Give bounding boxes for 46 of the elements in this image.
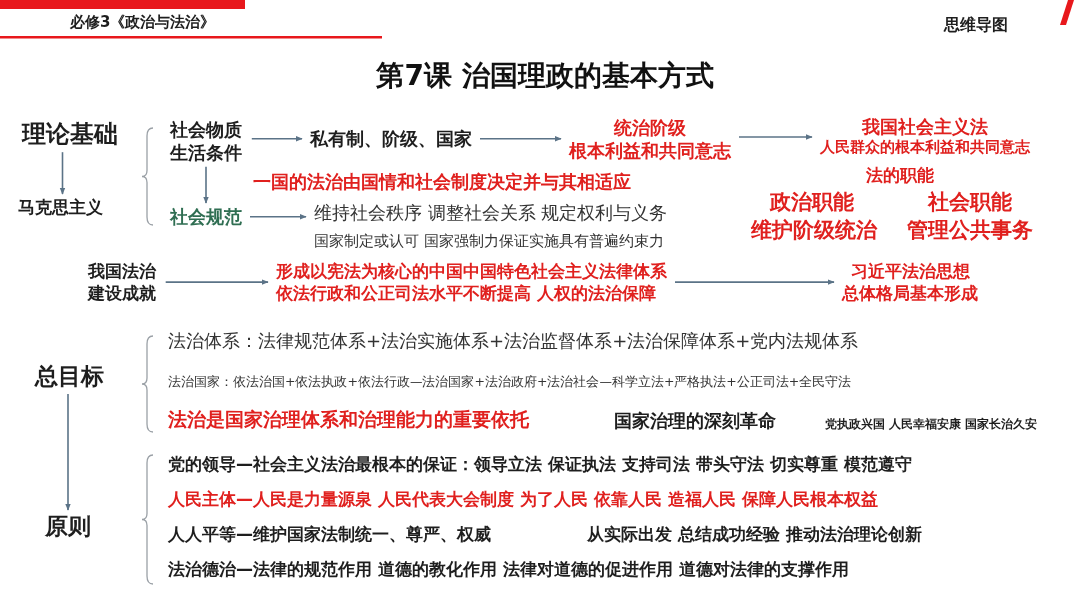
arrow [203,166,209,204]
node-text: 我国法治建设成就 [80,258,166,307]
principle-text: 人人平等—维护国家法制统一、尊严、权威 [168,524,491,546]
note-text: 党执政兴国 人民幸福安康 国家长治久安 [825,417,1037,432]
header-text: 必修3《政治与法治》 [70,13,216,32]
arrow [738,134,813,140]
note-text: 政治职能 [770,189,854,216]
arrow [251,135,303,142]
node-text: 根本利益和共同意志 [569,139,731,163]
node-text: 统治阶级 [612,116,687,140]
note-text: 法的职能 [866,165,934,187]
title-text: 第7课 治国理政的基本方式 [376,58,714,93]
note-text: 法治国家：依法治国+依法执政+依法行政—法治国家+法治政府+法治社会—科学立法+严格执法+公正司法+全民守法 [168,374,852,390]
node-text: 习近平法治思想 [849,260,971,283]
note-text: 管理公共事务 [907,217,1033,244]
node-text: 人民群众的根本利益和共同意志 [820,138,1030,158]
arrow [479,135,562,142]
node-text: 总目标 [27,360,112,394]
header-text: 思维导图 [944,15,1008,35]
node-text: 原则 [37,510,99,544]
note-text: 法治是国家治理体系和治理能力的重要依托 [168,408,529,432]
principle-text: 党的领导—社会主义法治最根本的保证：领导立法 保证执法 支持司法 带头守法 切实尊重 模范遵守 [168,454,912,476]
arrow [249,213,307,220]
arrow [674,279,835,285]
arrow [59,151,66,195]
node-text: 维持社会秩序 调整社会关系 规定权利与义务 [314,201,668,225]
note-text: 国家治理的深刻革命 [614,410,776,433]
node-text: 社会规范 [162,203,250,231]
note-text: 法治体系：法律规范体系+法治实施体系+法治监督体系+法治保障体系+党内法规体系 [168,330,859,353]
node-text: 私有制、阶级、国家 [302,125,480,153]
node-text: 依法行政和公正司法水平不断提高 人权的法治保障 [276,282,657,305]
arrow [65,393,71,511]
principle-text: 法治德治—法律的规范作用 道德的教化作用 法律对道德的促进作用 道德对法律的支撑作用 [168,559,849,581]
node-text: 国家制定或认可 国家强制力保证实施具有普遍约束力 [314,232,665,252]
arrow [164,279,269,285]
node-text: 我国社会主义法 [860,115,989,139]
node-text: 理论基础 [14,117,126,153]
principle-text: 人民主体—人民是力量源泉 人民代表大会制度 为了人民 依靠人民 造福人民 保障人民根本权益 [168,489,878,511]
node-text: 形成以宪法为核心的中国中国特色社会主义法律体系 [276,260,667,283]
node-text: 马克思主义 [10,194,111,221]
principle-text: 从实际出发 总结成功经验 推动法治理论创新 [587,524,922,546]
note-text: 维护阶级统治 [751,217,877,244]
note-text: 一国的法治由国情和社会制度决定并与其相适应 [253,171,631,194]
note-text: 社会职能 [928,189,1012,216]
node-text: 社会物质生活条件 [162,116,252,167]
node-text: 总体格局基本形成 [842,282,978,305]
